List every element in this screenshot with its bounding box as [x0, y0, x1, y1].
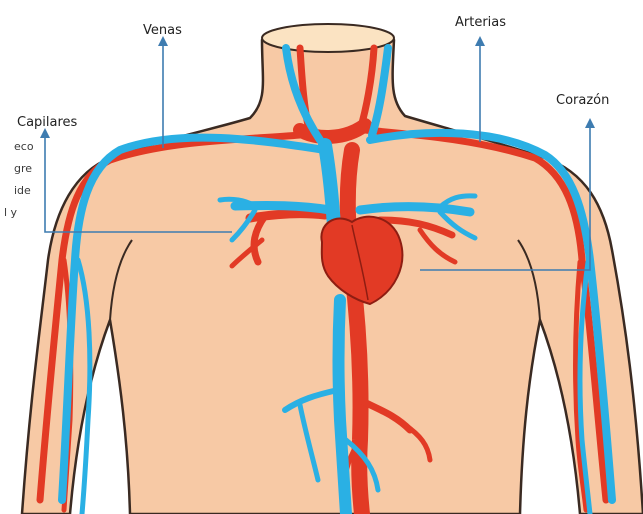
label-corazon: Corazón — [556, 93, 609, 108]
label-capilares: Capilares — [17, 115, 78, 130]
arterias-arrowhead — [475, 36, 485, 46]
corazon-arrowhead — [585, 118, 595, 128]
cut-text-line-1: eco — [14, 140, 34, 153]
cut-text-line-2: gre — [14, 162, 32, 175]
cut-text-line-3: ide — [14, 184, 31, 197]
label-arterias: Arterias — [455, 15, 506, 30]
label-venas: Venas — [143, 23, 182, 38]
cut-text-line-4: l y — [4, 206, 18, 219]
